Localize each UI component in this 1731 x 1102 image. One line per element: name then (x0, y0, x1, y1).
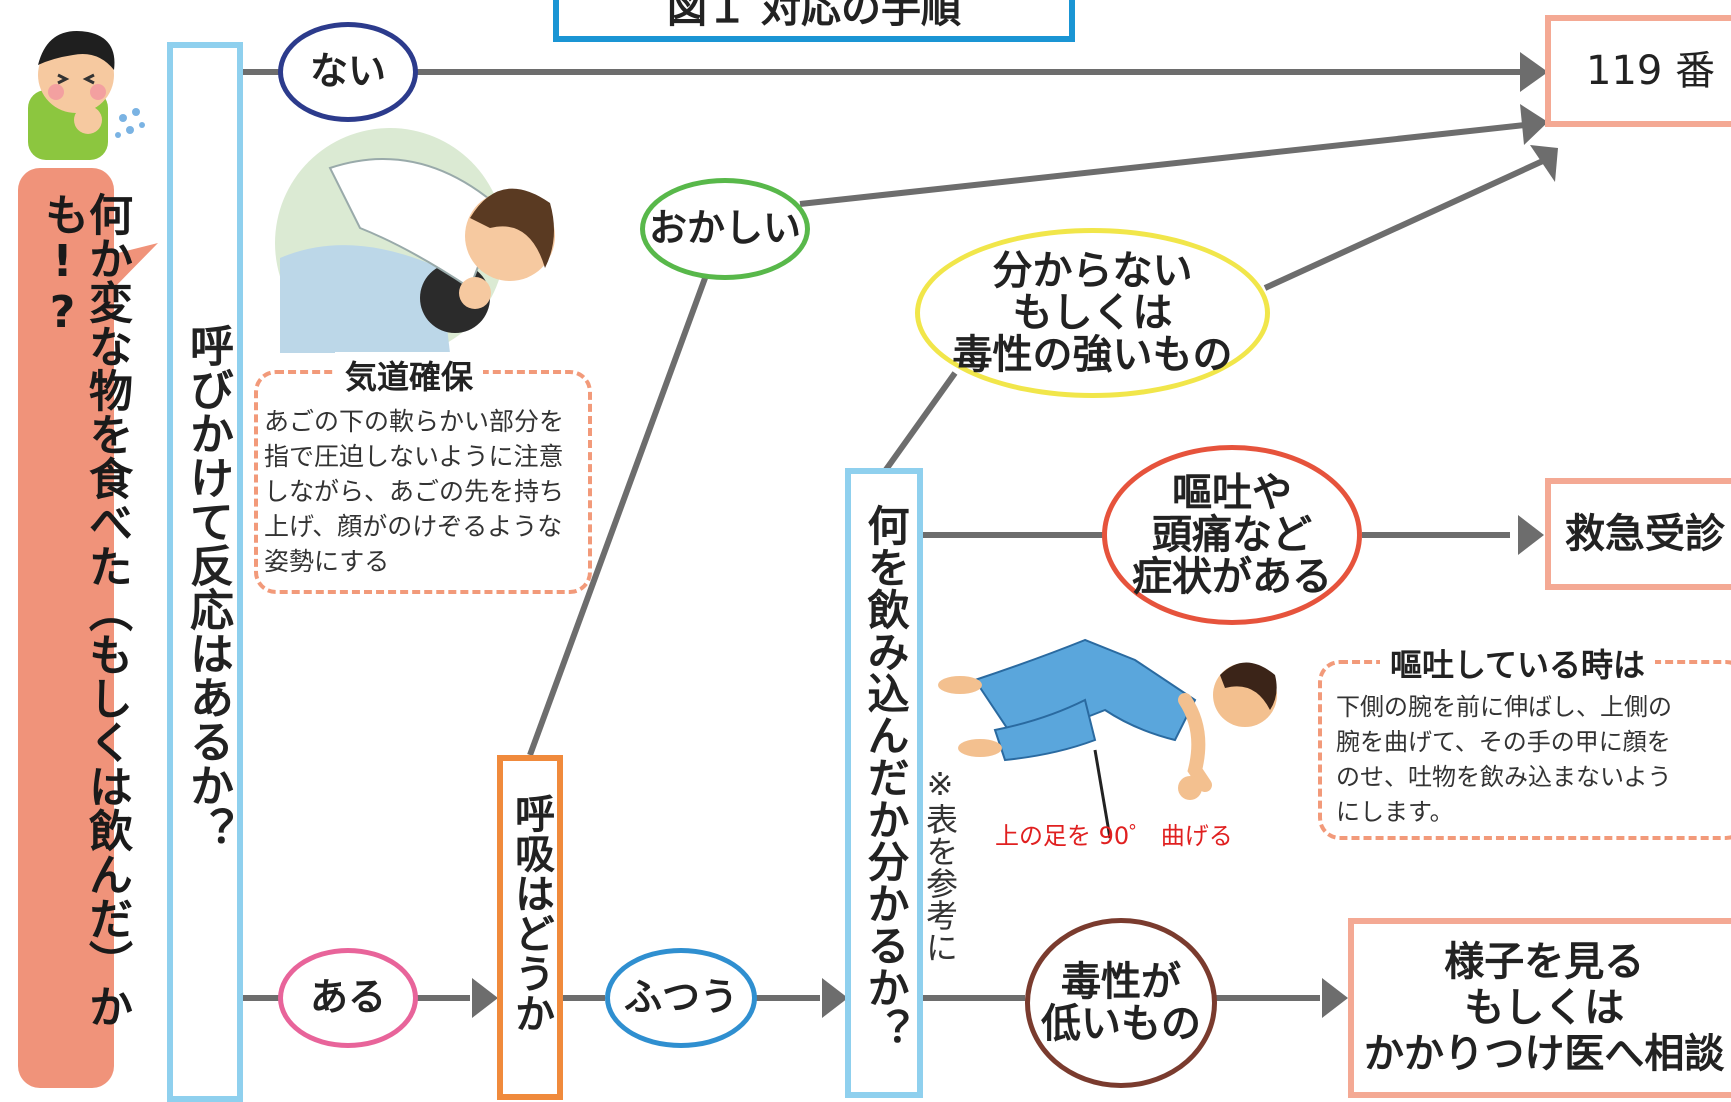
coughing-child-illustration (28, 30, 145, 160)
result-er-visit: 救急受診 (1545, 478, 1731, 590)
airway-note (254, 370, 592, 594)
vomit-note-body: 下側の腕を前に伸ばし、上側の 腕を曲げて、その手の甲に顔を のせ、吐物を飲み込ま… (1336, 693, 1672, 826)
airway-note-body: あごの下の軟らかい部分を 指で圧迫しないように注意 しながら、あごの先を持ち 上… (264, 407, 565, 576)
response-question-box: 呼びかけて反応はあるか？ (167, 42, 243, 1102)
leg-caption: 上の足を 90゜ 曲げる (995, 822, 1233, 850)
symptom-bubble-text: 何か変な物を食べた（もしくは飲んだ）かも!? (37, 192, 132, 1028)
response-question-text: 呼びかけて反応はあるか？ (182, 323, 233, 851)
line-leg-pointer (1093, 749, 1112, 839)
line-okashii-to-119 (799, 122, 1526, 207)
arrow-wakaranai-to-119 (1530, 145, 1558, 182)
airway-care-illustration (275, 128, 555, 353)
line-breathing-to-okashii (527, 268, 711, 757)
arrow-to-watch (1322, 978, 1348, 1018)
vomit-note-title: 嘔吐している時は (1380, 640, 1656, 686)
what-question-text: 何を飲み込んだか分かるか？ (861, 504, 910, 1050)
what-question-box: 何を飲み込んだか分かるか？ (845, 468, 923, 1098)
oval-okashii: おかしい (640, 178, 810, 280)
arrow-to-what (822, 978, 848, 1018)
result-call-119: 119 番 (1545, 15, 1731, 127)
breathing-question-box: 呼吸はどうか (497, 755, 563, 1100)
line-wakaranai-to-119 (1263, 157, 1547, 291)
diagram-title-text: 図１ 対応の手順 (667, 0, 961, 32)
oval-teidoku: 毒性が 低いもの (1025, 918, 1217, 1088)
oval-wakaranai: 分からない もしくは 毒性の強いもの (915, 228, 1270, 398)
line-what-to-wakaranai (877, 371, 958, 480)
arrow-okashii-to-119 (1520, 104, 1548, 145)
recovery-position-illustration (938, 638, 1277, 800)
reference-note: ※表を参考に (921, 765, 959, 963)
arrow-to-er (1518, 515, 1544, 555)
oval-nai: ない (278, 22, 418, 122)
result-watch-or-consult: 様子を見る もしくは かかりつけ医へ相談 (1348, 918, 1731, 1098)
oval-outo: 嘔吐や 頭痛など 症状がある (1102, 445, 1362, 625)
oval-aru: ある (278, 948, 418, 1048)
oval-futsuu: ふつう (605, 948, 757, 1048)
symptom-bubble: 何か変な物を食べた（もしくは飲んだ）かも!? (18, 168, 132, 1088)
arrow-to-breathing (472, 978, 498, 1018)
airway-note-title: 気道確保 (335, 352, 484, 398)
bubble-pointer (110, 243, 158, 290)
breathing-question-text: 呼吸はどうか (508, 793, 554, 1033)
arrow-nai-to-119 (1520, 52, 1548, 92)
diagram-title: 図１ 対応の手順 (553, 0, 1075, 42)
